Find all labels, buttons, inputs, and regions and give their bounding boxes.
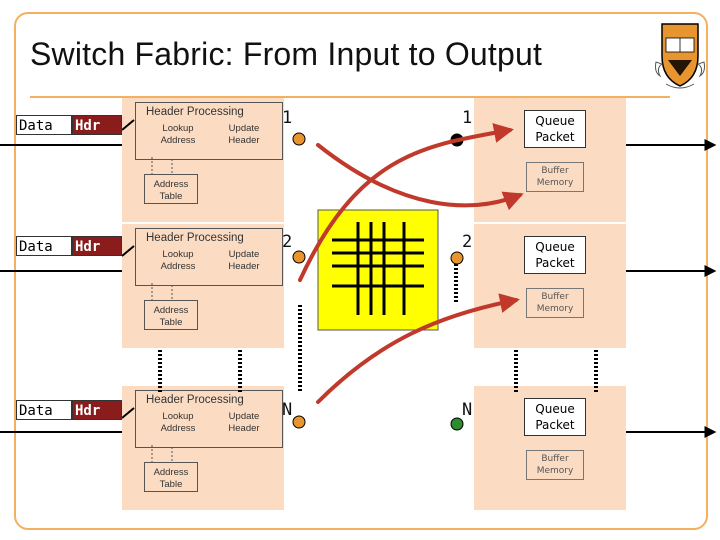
slide-title: Switch Fabric: From Input to Output bbox=[30, 36, 543, 72]
input-port-1-label: 1 bbox=[282, 108, 293, 128]
packet-hdr-label: Hdr bbox=[72, 400, 122, 420]
packet-connector-n bbox=[121, 407, 135, 419]
update-header-label: Update Header bbox=[228, 249, 260, 272]
update-header-label: Update Header bbox=[228, 411, 260, 434]
internal-links bbox=[151, 157, 173, 462]
output-panel-n: Queue Packet Buffer Memory bbox=[474, 386, 626, 510]
queue-packet-box: Queue Packet bbox=[524, 398, 586, 436]
address-table-box: Address Table bbox=[144, 462, 198, 492]
header-processing-box: Header Processing Lookup Address Update … bbox=[135, 390, 283, 448]
packet-connector-2 bbox=[121, 245, 135, 257]
packet-hdr-label: Hdr bbox=[72, 115, 122, 135]
queue-packet-box: Queue Packet bbox=[524, 110, 586, 148]
input-panel-1: Header Processing Lookup Address Update … bbox=[122, 98, 284, 222]
output-port-2-label: 2 bbox=[462, 232, 473, 252]
input-port-n-dot bbox=[292, 415, 306, 429]
input-port-n-label: N bbox=[282, 400, 293, 420]
update-header-label: Update Header bbox=[228, 123, 260, 146]
header-processing-label: Header Processing bbox=[146, 106, 244, 118]
header-processing-box: Header Processing Lookup Address Update … bbox=[135, 228, 283, 286]
packet-data-label: Data bbox=[16, 236, 72, 256]
input-panel-2: Header Processing Lookup Address Update … bbox=[122, 224, 284, 348]
output-port-n-label: N bbox=[462, 400, 473, 420]
input-port-1-dot bbox=[292, 132, 306, 146]
header-processing-label: Header Processing bbox=[146, 232, 244, 244]
input-panel-n: Header Processing Lookup Address Update … bbox=[122, 386, 284, 510]
switch-fabric bbox=[317, 209, 439, 331]
buffer-memory-box: Buffer Memory bbox=[526, 288, 584, 318]
address-table-box: Address Table bbox=[144, 300, 198, 330]
lookup-address-label: Lookup Address bbox=[160, 249, 196, 272]
input-port-2-dot bbox=[292, 250, 306, 264]
packet-hdr-label: Hdr bbox=[72, 236, 122, 256]
crossbar-lines bbox=[332, 222, 424, 315]
header-processing-label: Header Processing bbox=[146, 394, 244, 406]
packet-data-label: Data bbox=[16, 400, 72, 420]
output-port-1-label: 1 bbox=[462, 108, 473, 128]
ellipsis-dots bbox=[158, 260, 598, 392]
queue-packet-box: Queue Packet bbox=[524, 236, 586, 274]
buffer-memory-box: Buffer Memory bbox=[526, 450, 584, 480]
header-processing-box: Header Processing Lookup Address Update … bbox=[135, 102, 283, 160]
input-port-2-label: 2 bbox=[282, 232, 293, 252]
packet-paths bbox=[298, 123, 524, 404]
title-rule bbox=[30, 96, 670, 98]
output-port-2-dot bbox=[450, 251, 464, 265]
address-table-box: Address Table bbox=[144, 174, 198, 204]
lookup-address-label: Lookup Address bbox=[160, 411, 196, 434]
packet-data-label: Data bbox=[16, 115, 72, 135]
packet-connector-1 bbox=[121, 119, 135, 131]
buffer-memory-box: Buffer Memory bbox=[526, 162, 584, 192]
output-panel-2: Queue Packet Buffer Memory bbox=[474, 224, 626, 348]
princeton-shield-icon bbox=[655, 23, 705, 89]
lookup-address-label: Lookup Address bbox=[160, 123, 196, 146]
output-port-n-dot bbox=[450, 417, 464, 431]
output-panel-1: Queue Packet Buffer Memory bbox=[474, 98, 626, 222]
